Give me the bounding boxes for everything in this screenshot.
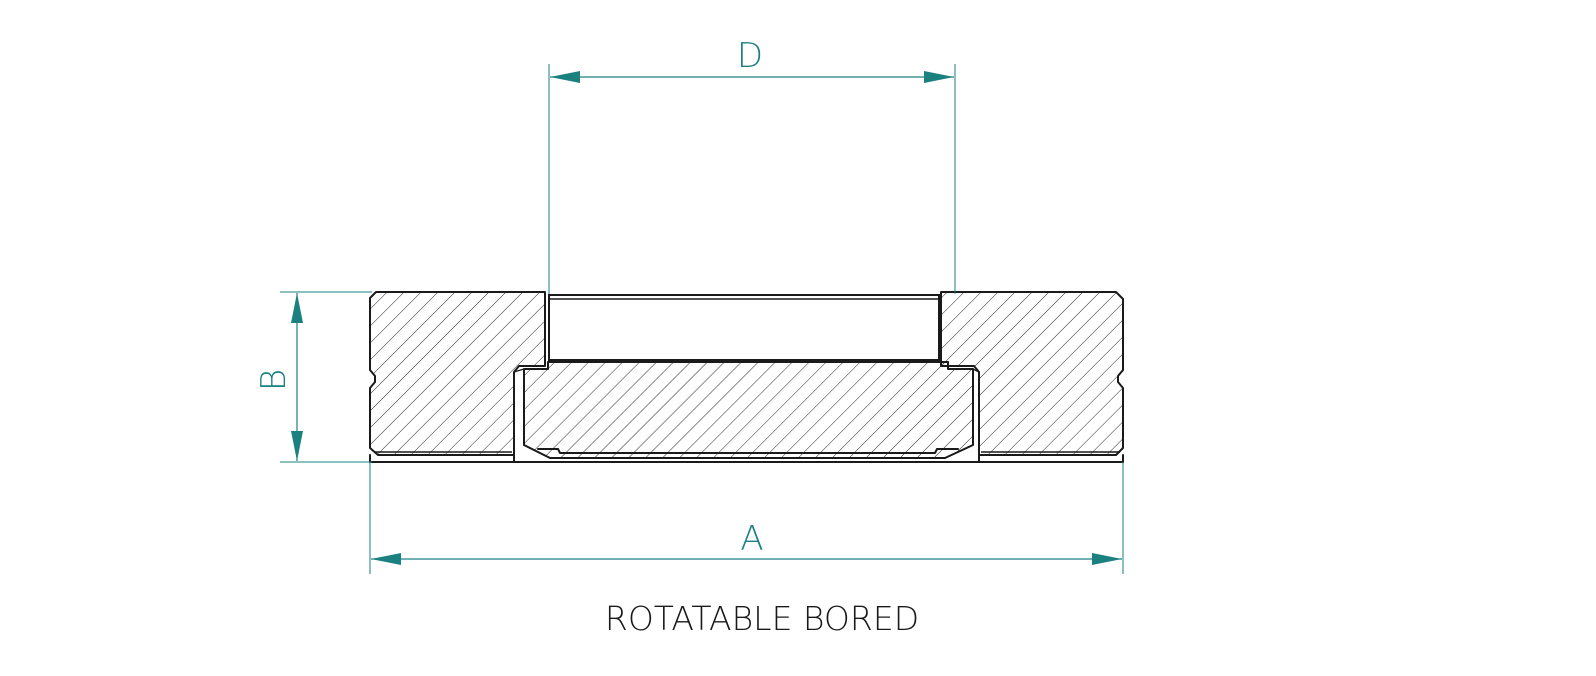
hub-bottom-groove	[537, 448, 959, 454]
inner-hub-section	[524, 362, 973, 458]
bore-opening	[548, 294, 940, 361]
a-dimension-label: A	[740, 519, 763, 559]
flange-part	[369, 291, 1124, 463]
dimension-lines	[280, 64, 1124, 574]
right-ring-outline	[940, 291, 1124, 456]
left-ring-section	[370, 292, 545, 455]
drawing-caption: ROTATABLE BORED	[605, 599, 919, 638]
hub-bottom-face	[523, 444, 974, 459]
right-ring-section	[941, 292, 1123, 455]
b-dimension-label: B	[254, 369, 294, 391]
d-dimension-label: D	[737, 36, 763, 76]
